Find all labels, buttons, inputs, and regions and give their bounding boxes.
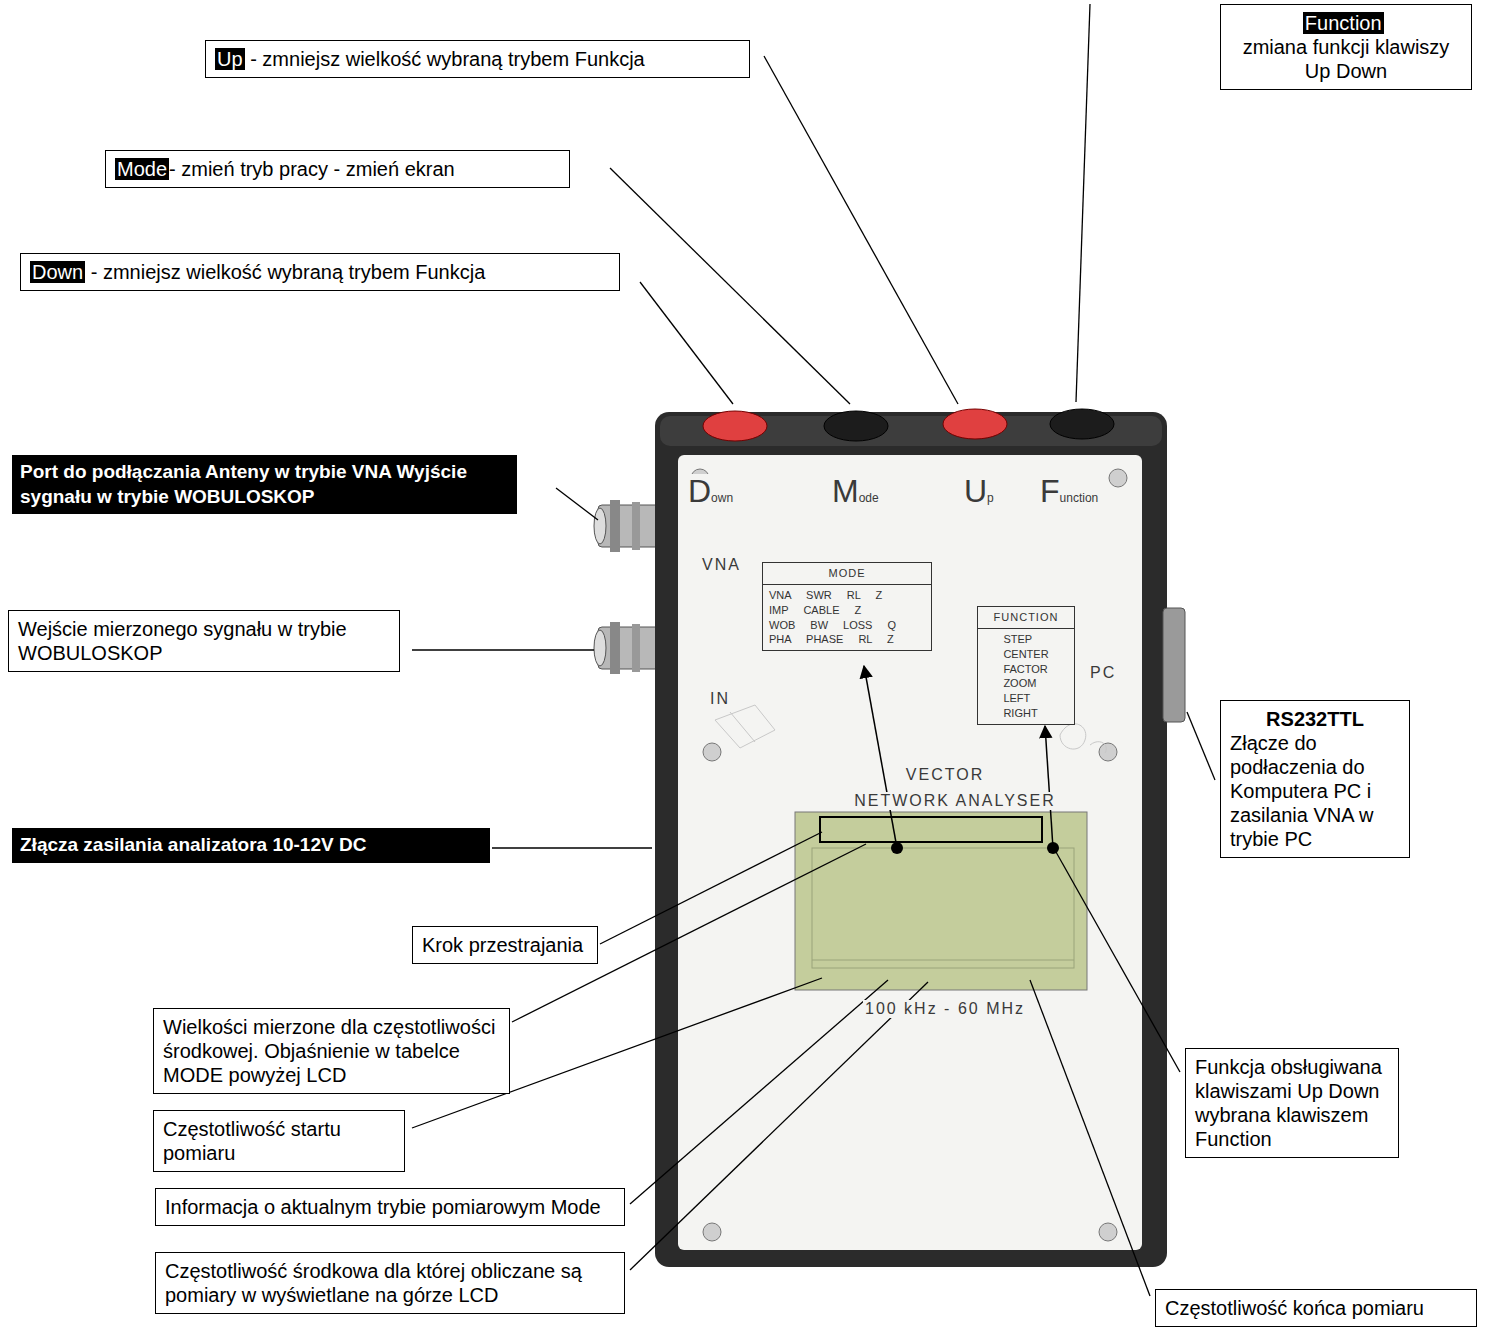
mode-table: MODE VNA SWR RL ZIMP CABLE ZWOB BW LOSS Q…: [762, 562, 932, 651]
panel-heading: MODE: [763, 563, 931, 585]
faceplate: [678, 455, 1142, 1250]
key-name: Function: [1303, 12, 1384, 34]
panel-entry: IMP CABLE Z: [763, 603, 931, 618]
key-name: Mode: [115, 158, 169, 180]
pointer-dot: [891, 842, 903, 854]
device-label: 100 kHz - 60 MHz: [863, 1000, 1027, 1018]
button: [943, 409, 1007, 439]
pointer-dot: [1047, 842, 1059, 854]
device-label: Mode: [830, 474, 881, 508]
device-label: IN: [708, 690, 732, 708]
callout-box: Informacja o aktualnym trybie pomiarowym…: [155, 1188, 625, 1226]
callout-box: Wejście mierzonego sygnału w trybie WOBU…: [8, 610, 400, 672]
panel-entry: WOB BW LOSS Q: [763, 618, 931, 633]
device-label: VECTOR: [904, 766, 986, 784]
callout-text: - zmniejsz wielkość wybraną trybem Funkc…: [91, 261, 486, 283]
callout-text: Funkcja obsługiwana klawiszami Up Down w…: [1195, 1055, 1389, 1151]
device-label: VNA: [700, 556, 743, 574]
callout-box: Up - zmniejsz wielkość wybraną trybem Fu…: [205, 40, 750, 78]
button: [1050, 409, 1114, 439]
lcd: [795, 812, 1087, 990]
button: [824, 411, 888, 441]
callout-text: zmiana funkcji klawiszy Up Down: [1230, 35, 1462, 83]
callout-box: Funkcja obsługiwana klawiszami Up Down w…: [1185, 1048, 1399, 1158]
callout-box: RS232TTLZłącze do podłaczenia do Kompute…: [1220, 700, 1410, 858]
callout-box: Port do podłączania Anteny w trybie VNA …: [12, 455, 517, 514]
callout-box: Wielkości mierzone dla częstotliwości śr…: [153, 1008, 510, 1094]
callout-text: Częstotliwość środkowa dla której oblicz…: [165, 1259, 615, 1307]
leader-line: [412, 4, 1215, 1296]
callout-box: Krok przestrajania: [412, 926, 598, 964]
function-list: FUNCTION STEP CENTER FACTOR ZOOM LEFT RIG…: [977, 606, 1075, 725]
button: [703, 411, 767, 441]
panel-heading: FUNCTION: [978, 607, 1074, 629]
bnc-connector: [594, 622, 660, 674]
callout-box: Złącza zasilania analizatora 10-12V DC: [12, 828, 490, 863]
callout-text: Częstotliwość końca pomiaru: [1165, 1296, 1467, 1320]
panel-entry: PHA PHASE RL Z: [763, 632, 931, 647]
callout-box: Down - zmniejsz wielkość wybraną trybem …: [20, 253, 620, 291]
callout-box: Mode- zmień tryb pracy - zmień ekran: [105, 150, 570, 188]
callout-text: Port do podłączania Anteny w trybie VNA …: [20, 460, 509, 509]
bnc-connector: [594, 500, 660, 552]
callout-text: Krok przestrajania: [422, 933, 588, 957]
panel-entry: VNA SWR RL Z: [763, 588, 931, 603]
db9-connector: [1163, 608, 1185, 722]
device-label: Function: [1038, 474, 1100, 508]
callout-box: Function zmiana funkcji klawiszy Up Down: [1220, 4, 1472, 90]
key-name: Up: [215, 48, 245, 70]
callout-text: Wejście mierzonego sygnału w trybie WOBU…: [18, 617, 390, 665]
callout-text: Złącze do podłaczenia do Komputera PC i …: [1230, 731, 1400, 851]
callout-text: Złącza zasilania analizatora 10-12V DC: [20, 833, 482, 858]
device-label: PC: [1088, 664, 1118, 682]
device-label: Up: [962, 474, 996, 508]
callout-text: Wielkości mierzone dla częstotliwości śr…: [163, 1015, 500, 1087]
device-label: Down: [686, 474, 735, 508]
callout-box: Częstotliwość środkowa dla której oblicz…: [155, 1252, 625, 1314]
screw: [691, 469, 1127, 1241]
callout-text: - zmień tryb pracy - zmień ekran: [169, 158, 455, 180]
callout-text: - zmniejsz wielkość wybraną trybem Funkc…: [250, 48, 645, 70]
callout-text: Częstotliwość startu pomiaru: [163, 1117, 395, 1165]
key-name: Down: [30, 261, 85, 283]
highlight-frame: [820, 817, 1042, 842]
callout-box: Częstotliwość startu pomiaru: [153, 1110, 405, 1172]
callout-heading: RS232TTL: [1230, 707, 1400, 731]
device-label: NETWORK ANALYSER: [852, 792, 1058, 810]
panel-entry: STEP CENTER FACTOR ZOOM LEFT RIGHT: [1003, 632, 1048, 721]
callout-text: Informacja o aktualnym trybie pomiarowym…: [165, 1195, 615, 1219]
callout-box: Częstotliwość końca pomiaru: [1155, 1289, 1477, 1327]
